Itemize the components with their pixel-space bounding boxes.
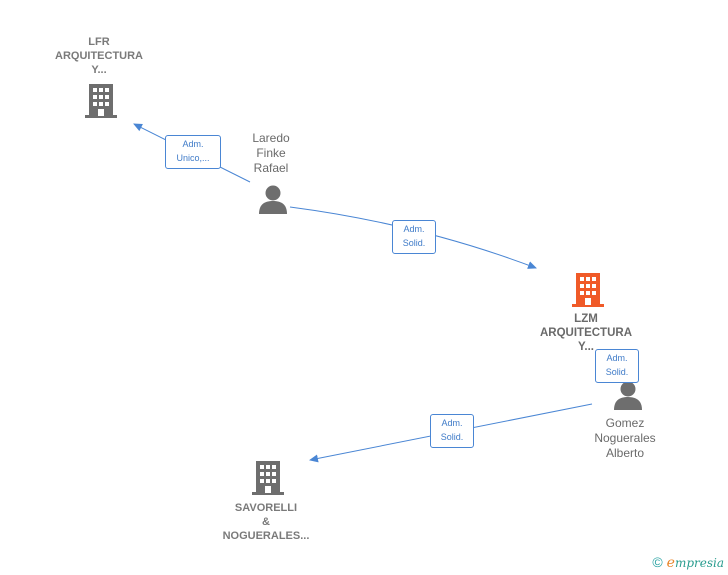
node-label: NOGUERALES... (222, 530, 310, 542)
person-icon[interactable] (613, 380, 643, 410)
relation-role: Adm. (441, 418, 463, 428)
node-label: Noguerales (594, 431, 656, 445)
brand-initial: e (666, 555, 675, 571)
node-lzm-arquitectura[interactable]: LZM ARQUITECTURA Y... (526, 312, 646, 354)
brand-name: mpresia (674, 556, 724, 570)
relation-role: Adm. (182, 139, 204, 149)
building-icon[interactable] (572, 273, 604, 307)
relation-detail: Solid. (402, 238, 426, 248)
relation-role: Adm. (606, 353, 628, 363)
node-gomez-noguerales-alberto[interactable]: Gomez Noguerales Alberto (585, 416, 665, 461)
node-label: ARQUITECTURA (540, 327, 632, 339)
relation-detail: Solid. (605, 367, 629, 377)
node-lfr-arquitectura[interactable]: LFR ARQUITECTURA Y... (44, 35, 154, 77)
relation-detail: Unico,... (176, 153, 210, 163)
person-icon[interactable] (258, 184, 288, 214)
node-label: LZM (574, 313, 598, 325)
node-savorelli-noguerales[interactable]: SAVORELLI & NOGUERALES... (206, 501, 326, 543)
building-icon[interactable] (85, 84, 117, 118)
node-label: Y... (91, 64, 107, 76)
node-label: & (262, 516, 270, 528)
building-icon[interactable] (252, 461, 284, 495)
node-label: Gomez (605, 416, 645, 430)
node-label: Y... (578, 341, 594, 353)
node-laredo-finke-rafael[interactable]: Laredo Finke Rafael (236, 131, 306, 176)
node-label: Finke (256, 146, 286, 160)
node-label: SAVORELLI (234, 502, 298, 514)
empresia-logo: ©empresia (652, 554, 724, 571)
relation-role: Adm. (403, 224, 425, 234)
relation-label-gomez-lzm[interactable]: Adm. Solid. (595, 349, 639, 383)
node-label: ARQUITECTURA (55, 50, 143, 62)
relation-detail: Solid. (440, 432, 464, 442)
relation-label-laredo-lzm[interactable]: Adm. Solid. (392, 220, 436, 254)
node-label: Rafael (253, 161, 289, 175)
node-label: Alberto (605, 446, 645, 460)
node-label: LFR (88, 36, 110, 48)
relation-label-laredo-lfr[interactable]: Adm. Unico,... (165, 135, 221, 169)
node-label: Laredo (252, 131, 290, 145)
relation-label-gomez-savorelli[interactable]: Adm. Solid. (430, 414, 474, 448)
copyright-icon: © (652, 554, 663, 570)
